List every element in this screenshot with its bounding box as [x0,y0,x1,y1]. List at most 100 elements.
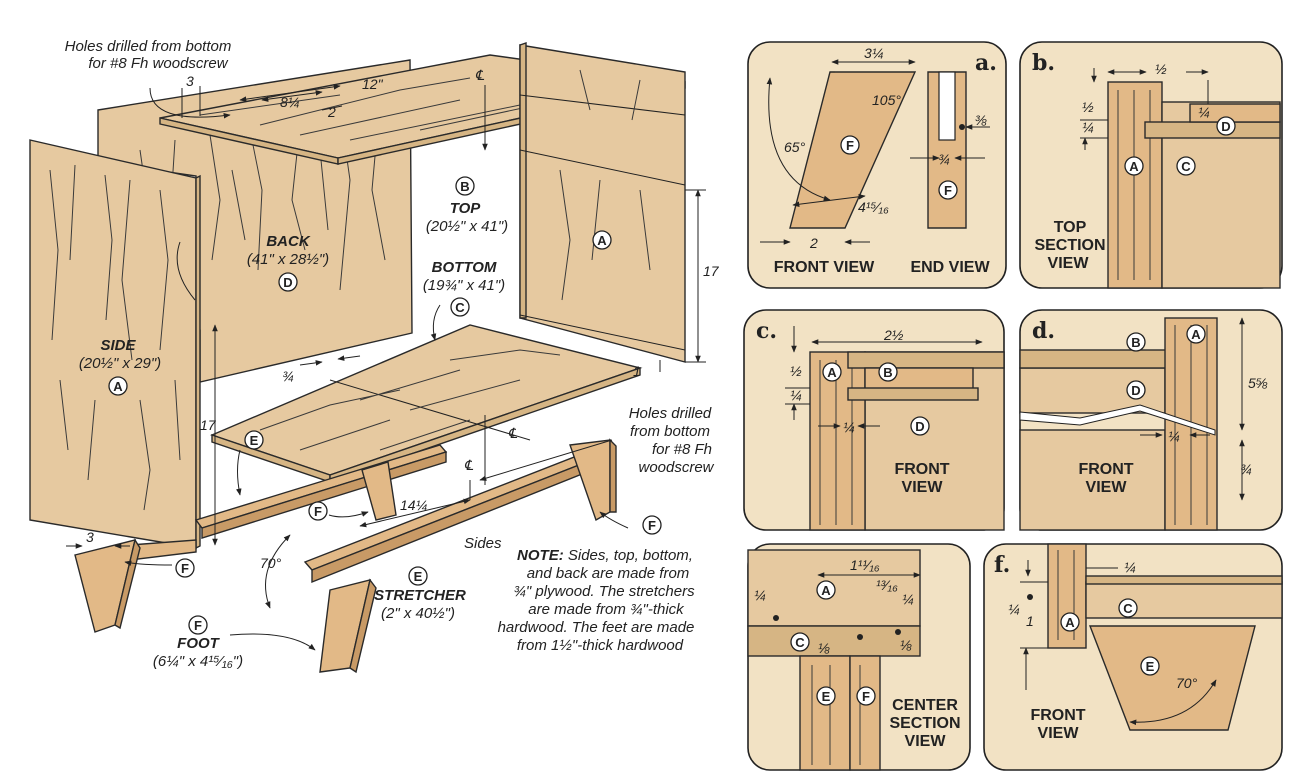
panel-c-line1: FRONT [894,461,949,478]
centerline-bottom: ℄ [508,425,518,441]
back-size: (41" x 28½") [247,251,329,268]
panel-f-line1: FRONT [1030,707,1085,724]
callout-d [278,272,298,292]
dimension-lines [66,84,706,651]
panel-d-dim-q: ¼ [1168,428,1180,444]
dim-1-right: 1 [633,363,641,379]
callout-a-left-letter: A [113,379,123,394]
panel-c-d: D [915,419,924,434]
dim-12: 12" [362,76,384,92]
sides-label: Sides [464,535,502,552]
detail-panel-c: c. A B D 2½ ½ ¼ ¼ FRONT VIEW [743,309,1005,531]
panel-b-dim-q-right: ¼ [1198,104,1210,120]
foot-size: (6¼" x 4¹⁵⁄₁₆") [153,653,243,670]
panel-d-line1: FRONT [1078,461,1133,478]
panel-c-dim-half: ½ [790,363,802,379]
panel-a-dim-38: ⅜ [975,112,987,128]
holes-right-line1: Holes drilled [629,405,712,422]
dim-3-top: 3 [186,73,194,89]
panel-c-letter: c. [756,318,777,344]
callout-f-foot [188,615,208,635]
panel-e-c: C [795,635,805,650]
panel-a-dim-2: 2 [809,235,818,251]
panel-e-dim-8th-right: ⅛ [900,637,912,653]
panel-b-dim-half-left: ½ [1082,99,1094,115]
note-line5: hardwood. The feet are made [498,619,695,636]
panel-f-dim-70: 70° [1176,675,1198,691]
bottom-size: (19¾" x 41") [423,277,505,294]
panel-a-dim-65: 65° [784,139,806,155]
note-line3: ¾" plywood. The stretchers [513,583,695,600]
stretcher-size: (2" x 40½") [381,605,455,622]
panel-b-letter: b. [1032,50,1055,76]
left-side-panel [29,139,201,550]
callout-a-right-letter: A [597,233,607,248]
panel-c-line2: VIEW [902,479,944,496]
panel-e-line1: CENTER [892,697,958,714]
side-size: (20½" x 29") [79,355,161,372]
panel-d-line2: VIEW [1086,479,1128,496]
callout-e [244,430,264,450]
callout-a-right [592,230,612,250]
panel-d-dim-5-5-8: 5⅝ [1248,375,1268,391]
panel-f-c: C [1123,601,1133,616]
panel-f-e: E [1146,659,1155,674]
panel-e-f: F [862,689,870,704]
callout-f-left-letter: F [181,561,189,576]
panel-d-b: B [1131,335,1140,350]
panel-e-e: E [822,689,831,704]
callout-c-letter: C [455,300,465,315]
top-size: (20½" x 41") [426,218,508,235]
panel-c-a: A [827,365,837,380]
callout-e-letter: E [250,433,259,448]
panel-f-dim-q-left: ¼ [1008,601,1020,617]
panel-b-a: A [1129,159,1139,174]
holes-right-line2: from bottom [630,423,710,440]
panel-a-front-view: FRONT VIEW [774,259,875,276]
panel-f-letter: f. [994,552,1010,578]
callout-e-stretcher-letter: E [414,569,423,584]
callout-f-mid [308,501,328,521]
panel-e-dim-8th-left: ⅛ [818,640,830,656]
panel-b-c: C [1181,159,1191,174]
panel-d-a: A [1191,327,1201,342]
panel-c-dim-2h: 2½ [883,327,904,343]
panel-c-dim-q2: ¼ [843,419,855,435]
detail-panel-e: e. A C E F 1¹¹⁄₁₆ ¹³⁄₁₆ ¼ ¼ ⅛ ⅛ CENTER S… [747,543,971,771]
panel-a-dim-34: ¾ [938,151,950,167]
right-side-panel [519,42,686,363]
panel-f-line2: VIEW [1038,725,1080,742]
panel-f-a: A [1065,615,1075,630]
stretcher-label: STRETCHER [374,587,466,604]
panel-a-dim-105: 105° [872,92,901,108]
panel-e-dim-1-11-16: 1¹¹⁄₁₆ [850,557,880,573]
panel-d-d: D [1131,383,1140,398]
callout-c [450,297,470,317]
panel-c-b: B [883,365,892,380]
svg-text:NOTE: Sides, top, bottom,: NOTE: Sides, top, bottom, [517,547,693,564]
panel-a-dim-3q: 3¼ [864,45,884,61]
detail-panel-d: d. B D A 5⅝ ¾ ¼ FRONT VIEW [1019,309,1283,531]
detail-panel-b: b. D A C ½ ½ ¼ ¼ TOP SECTION VIEW [1019,41,1283,289]
note-bold: NOTE: [517,547,564,564]
callout-b-letter: B [460,179,469,194]
panel-e-line2: SECTION [889,715,960,732]
note-line2: and back are made from [527,565,690,582]
panel-b-d: D [1221,119,1230,134]
side-section-a [1107,81,1163,289]
holes-top-line2: for #8 Fh woodscrew [88,55,228,72]
exploded-view: Holes drilled from bottom for #8 Fh wood… [29,38,720,674]
panel-d-letter: d. [1032,318,1055,344]
dim-3-left: 3 [86,529,94,545]
callout-f-mid-letter: F [314,504,322,519]
panel-a-end-view: END VIEW [910,259,990,276]
dim-2-top: 2 [327,104,336,120]
callout-f-foot-letter: F [194,618,202,633]
panel-c-dim-q: ¼ [790,387,802,403]
dim-8-quarter: 8¼ [280,94,300,110]
panel-e-dim-q-left: ¼ [754,587,766,603]
panel-a-f-end: F [944,183,952,198]
side-label: SIDE [100,337,136,354]
panel-f-dim-1: 1 [1026,613,1034,629]
callout-f-left [175,558,195,578]
